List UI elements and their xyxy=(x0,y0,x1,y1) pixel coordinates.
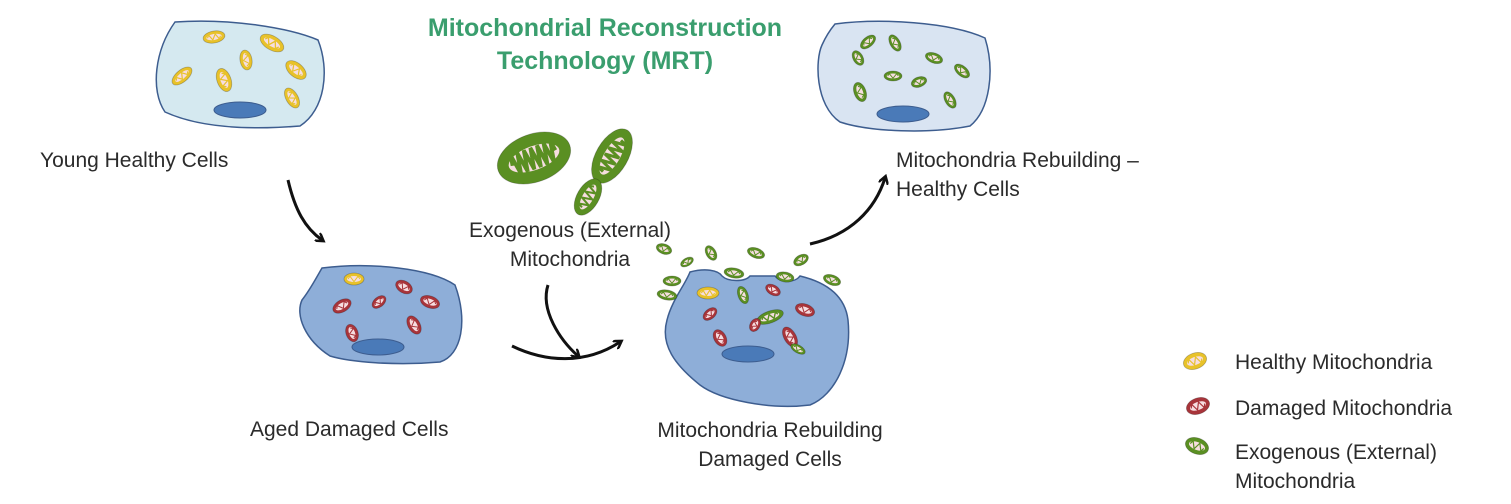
exogenous-mitochondrion-icon xyxy=(910,76,928,88)
title-line-1: Mitochondrial Reconstruction xyxy=(427,14,783,42)
exogenous-mitochondrion-icon xyxy=(822,273,842,287)
damaged-mitochondrion-icon xyxy=(782,326,798,348)
exogenous-mitochondrion-icon xyxy=(756,309,784,325)
label-aged-damaged-cells: Aged Damaged Cells xyxy=(250,418,449,441)
rebuilding-damaged-cell xyxy=(664,269,850,408)
damaged-mitochondrion-icon xyxy=(371,295,387,309)
label-line: Healthy Cells xyxy=(896,178,1020,201)
arrow-aged-to-rebuilding xyxy=(511,342,620,361)
label-line: Mitochondria Rebuilding xyxy=(657,419,883,442)
exogenous-mitochondrion-icon xyxy=(790,343,806,355)
diagram-title: Mitochondrial Reconstruction Technology … xyxy=(380,12,830,78)
label-line: Exogenous (External) xyxy=(1235,441,1437,464)
nucleus xyxy=(213,101,267,119)
exogenous-mitochondrion-icon xyxy=(1184,437,1210,455)
aged-damaged-cell xyxy=(299,264,463,365)
damaged-mitochondrion-icon xyxy=(395,279,413,295)
label-young-healthy-cells: Young Healthy Cells xyxy=(40,149,229,172)
healthy-mitochondrion-icon xyxy=(284,87,300,109)
exogenous-mitochondrion-icon xyxy=(655,243,673,255)
label-exogenous-mitochondria: Exogenous (External) Mitochondria xyxy=(440,216,700,274)
damaged-mitochondrion-icon xyxy=(419,295,441,309)
label-rebuilding-damaged: Mitochondria Rebuilding Damaged Cells xyxy=(620,416,920,474)
arrow-young-to-aged xyxy=(286,179,322,240)
damaged-mitochondrion-icon xyxy=(406,315,422,335)
exogenous-mitochondrion-icon xyxy=(573,178,603,216)
arrow-exogenous-to-cell xyxy=(544,284,578,356)
healthy-mitochondrion-icon xyxy=(215,68,233,92)
damaged-mitochondrion-icon xyxy=(1185,397,1211,415)
healthy-mitochondrion-icon xyxy=(171,66,193,86)
legend-healthy-label: Healthy Mitochondria xyxy=(1235,351,1433,374)
arrow-rebuilding-to-healthy xyxy=(809,178,885,246)
exogenous-mitochondrion-icon xyxy=(680,256,694,268)
nucleus xyxy=(351,338,405,356)
damaged-mitochondrion-icon xyxy=(702,307,718,321)
healthy-mitochondrion-icon xyxy=(1182,352,1208,370)
label-line: Mitochondria xyxy=(509,248,631,271)
damaged-mitochondrion-icon xyxy=(765,283,781,297)
exogenous-mitochondrion-icon xyxy=(704,245,718,261)
label-line: Mitochondria xyxy=(1235,470,1356,493)
healthy-mitochondrion-icon xyxy=(285,60,307,80)
exogenous-mitochondrion-icon xyxy=(736,285,750,305)
damaged-mitochondrion-icon xyxy=(332,298,352,314)
legend-damaged-label: Damaged Mitochondria xyxy=(1235,397,1453,420)
exogenous-mitochondrion-icon xyxy=(953,63,971,79)
damaged-mitochondrion-icon xyxy=(749,318,761,332)
healthy-mitochondrion-icon xyxy=(239,49,253,71)
exogenous-mitochondrion-icon xyxy=(656,289,678,301)
exogenous-mitochondrion-icon xyxy=(793,253,809,267)
exogenous-mitochondrion-icon xyxy=(775,271,795,283)
healthy-mitochondrion-icon xyxy=(696,286,720,300)
healthy-mitochondrion-icon xyxy=(259,33,285,53)
label-line: Mitochondria Rebuilding – xyxy=(896,149,1139,172)
legend-exogenous-label: Exogenous (External) Mitochondria xyxy=(1235,438,1437,496)
exogenous-mitochondrion-icon xyxy=(853,81,867,103)
exogenous-mitochondrion-icon xyxy=(859,34,877,50)
exogenous-mitochondrion-icon xyxy=(746,246,766,260)
label-line: Damaged Cells xyxy=(698,448,842,471)
exogenous-mitochondrion-icon xyxy=(851,50,865,66)
exogenous-mitochondrion-icon xyxy=(496,131,572,185)
exogenous-mitochondrion-icon xyxy=(888,34,902,52)
exogenous-mitochondrion-icon xyxy=(943,91,957,109)
healthy-mitochondrion-icon xyxy=(202,30,226,44)
exogenous-mitochondrion-icon xyxy=(883,70,903,82)
exogenous-mitochondrion-icon xyxy=(924,51,944,65)
damaged-mitochondrion-icon xyxy=(712,329,728,347)
damaged-mitochondrion-icon xyxy=(345,323,359,343)
exogenous-mitochondrion-icon xyxy=(591,128,633,184)
label-rebuilding-healthy: Mitochondria Rebuilding – Healthy Cells xyxy=(896,146,1139,204)
label-line: Exogenous (External) xyxy=(469,219,671,242)
exogenous-mitochondrion-icon xyxy=(662,275,682,287)
title-line-2: Technology (MRT) xyxy=(496,47,714,75)
damaged-mitochondrion-icon xyxy=(794,303,816,317)
nucleus xyxy=(876,105,930,123)
nucleus xyxy=(721,345,775,363)
healthy-mitochondrion-icon xyxy=(343,272,365,286)
exogenous-mitochondrion-icon xyxy=(723,267,745,279)
